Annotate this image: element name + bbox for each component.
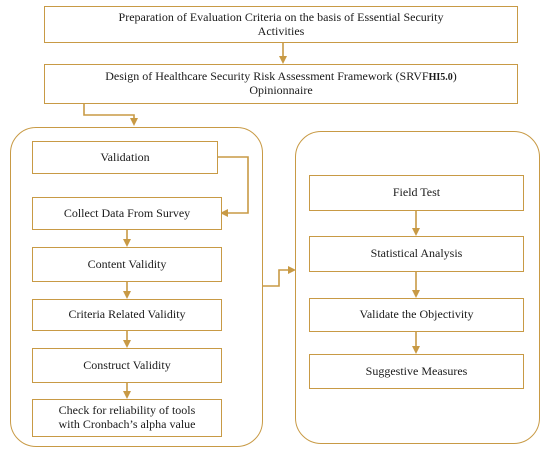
- left-column-container: [10, 127, 263, 447]
- step-preparation-line1: Preparation of Evaluation Criteria on th…: [118, 9, 444, 24]
- field-test-box: Field Test: [309, 175, 524, 211]
- step-preparation-box: Preparation of Evaluation Criteria on th…: [44, 6, 518, 43]
- step-design-box: Design of Healthcare Security Risk Asses…: [44, 64, 518, 104]
- validate-objectivity-box: Validate the Objectivity: [309, 298, 524, 332]
- content-validity-box: Content Validity: [32, 247, 222, 282]
- step-preparation-line2: Activities: [257, 23, 305, 38]
- step-design-line2: Opinionnaire: [249, 83, 313, 97]
- step-design-subscript: HI5.0: [428, 72, 453, 84]
- validation-box: Validation: [32, 141, 218, 174]
- step-design-line1: Design of Healthcare Security Risk Asses…: [105, 69, 457, 84]
- construct-validity-box: Construct Validity: [32, 348, 222, 383]
- suggestive-measures-box: Suggestive Measures: [309, 354, 524, 389]
- right-column-container: [295, 131, 540, 444]
- reliability-box: Check for reliability of tools with Cron…: [32, 399, 222, 437]
- arrow-step2-left: [83, 104, 138, 126]
- collect-data-box: Collect Data From Survey: [32, 197, 222, 230]
- arrow-left-right: [263, 266, 296, 287]
- arrow-validation-collect: [218, 156, 249, 217]
- statistical-analysis-box: Statistical Analysis: [309, 236, 524, 272]
- criteria-validity-box: Criteria Related Validity: [32, 299, 222, 331]
